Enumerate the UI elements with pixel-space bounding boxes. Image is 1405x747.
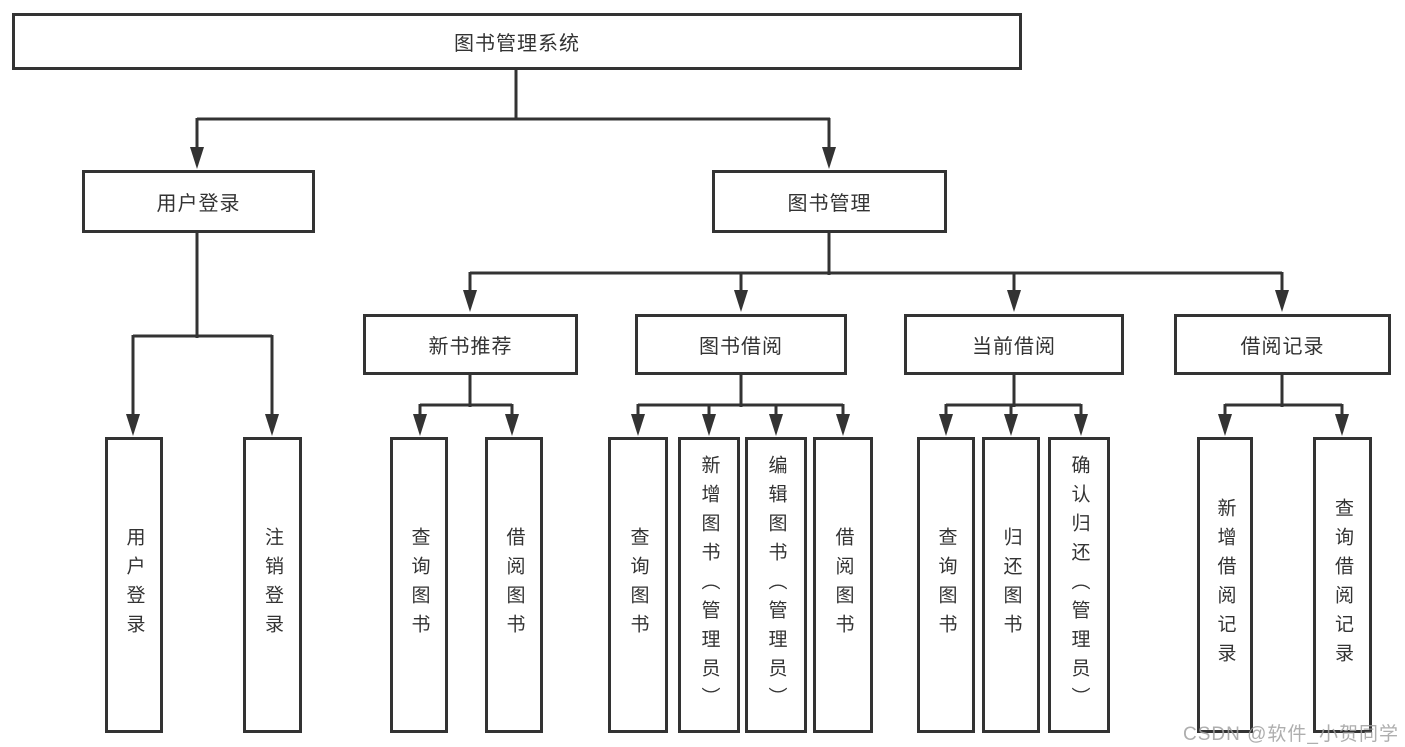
node-user-login: 用户登录 (82, 170, 315, 233)
leaf-logout-login: 注销登录 (243, 437, 302, 733)
leaf-edit-book-admin: 编辑图书（管理员） (745, 437, 807, 733)
leaf-borrow-books-borrowing: 借阅图书 (813, 437, 873, 733)
connector-lines (131, 68, 1344, 418)
leaf-add-book-admin: 新增图书（管理员） (678, 437, 740, 733)
node-book-management: 图书管理 (712, 170, 947, 233)
arrow-down-icon (413, 414, 427, 436)
leaf-return-books: 归还图书 (982, 437, 1040, 733)
arrow-down-icon (939, 414, 953, 436)
node-new-book-recommendation: 新书推荐 (363, 314, 578, 375)
arrow-down-icon (769, 414, 783, 436)
arrow-down-icon (126, 414, 140, 436)
arrow-down-icon (1074, 414, 1088, 436)
arrow-down-icon (702, 414, 716, 436)
arrow-down-icon (190, 147, 204, 169)
arrow-down-icon (1335, 414, 1349, 436)
csdn-watermark: CSDN @软件_小贺同学 (1183, 724, 1399, 745)
leaf-query-books-recommend: 查询图书 (390, 437, 448, 733)
arrow-down-icon (1275, 290, 1289, 312)
leaf-user-login: 用户登录 (105, 437, 163, 733)
arrow-down-icon (1218, 414, 1232, 436)
arrow-down-icon (631, 414, 645, 436)
arrow-down-icon (822, 147, 836, 169)
arrow-down-icon (463, 290, 477, 312)
leaf-borrow-books-recommend: 借阅图书 (485, 437, 543, 733)
node-borrowing-records: 借阅记录 (1174, 314, 1391, 375)
leaf-add-borrow-record: 新增借阅记录 (1197, 437, 1253, 733)
arrow-down-icon (1004, 414, 1018, 436)
leaf-query-borrow-record: 查询借阅记录 (1313, 437, 1372, 733)
connector-arrowheads (126, 147, 1349, 436)
arrow-down-icon (734, 290, 748, 312)
node-book-borrowing: 图书借阅 (635, 314, 847, 375)
node-book-management-system: 图书管理系统 (12, 13, 1022, 70)
arrow-down-icon (505, 414, 519, 436)
arrow-down-icon (265, 414, 279, 436)
arrow-down-icon (836, 414, 850, 436)
node-current-borrowing: 当前借阅 (904, 314, 1124, 375)
leaf-confirm-return-admin: 确认归还（管理员） (1048, 437, 1110, 733)
leaf-query-books-current: 查询图书 (917, 437, 975, 733)
arrow-down-icon (1007, 290, 1021, 312)
leaf-query-books-borrowing: 查询图书 (608, 437, 668, 733)
